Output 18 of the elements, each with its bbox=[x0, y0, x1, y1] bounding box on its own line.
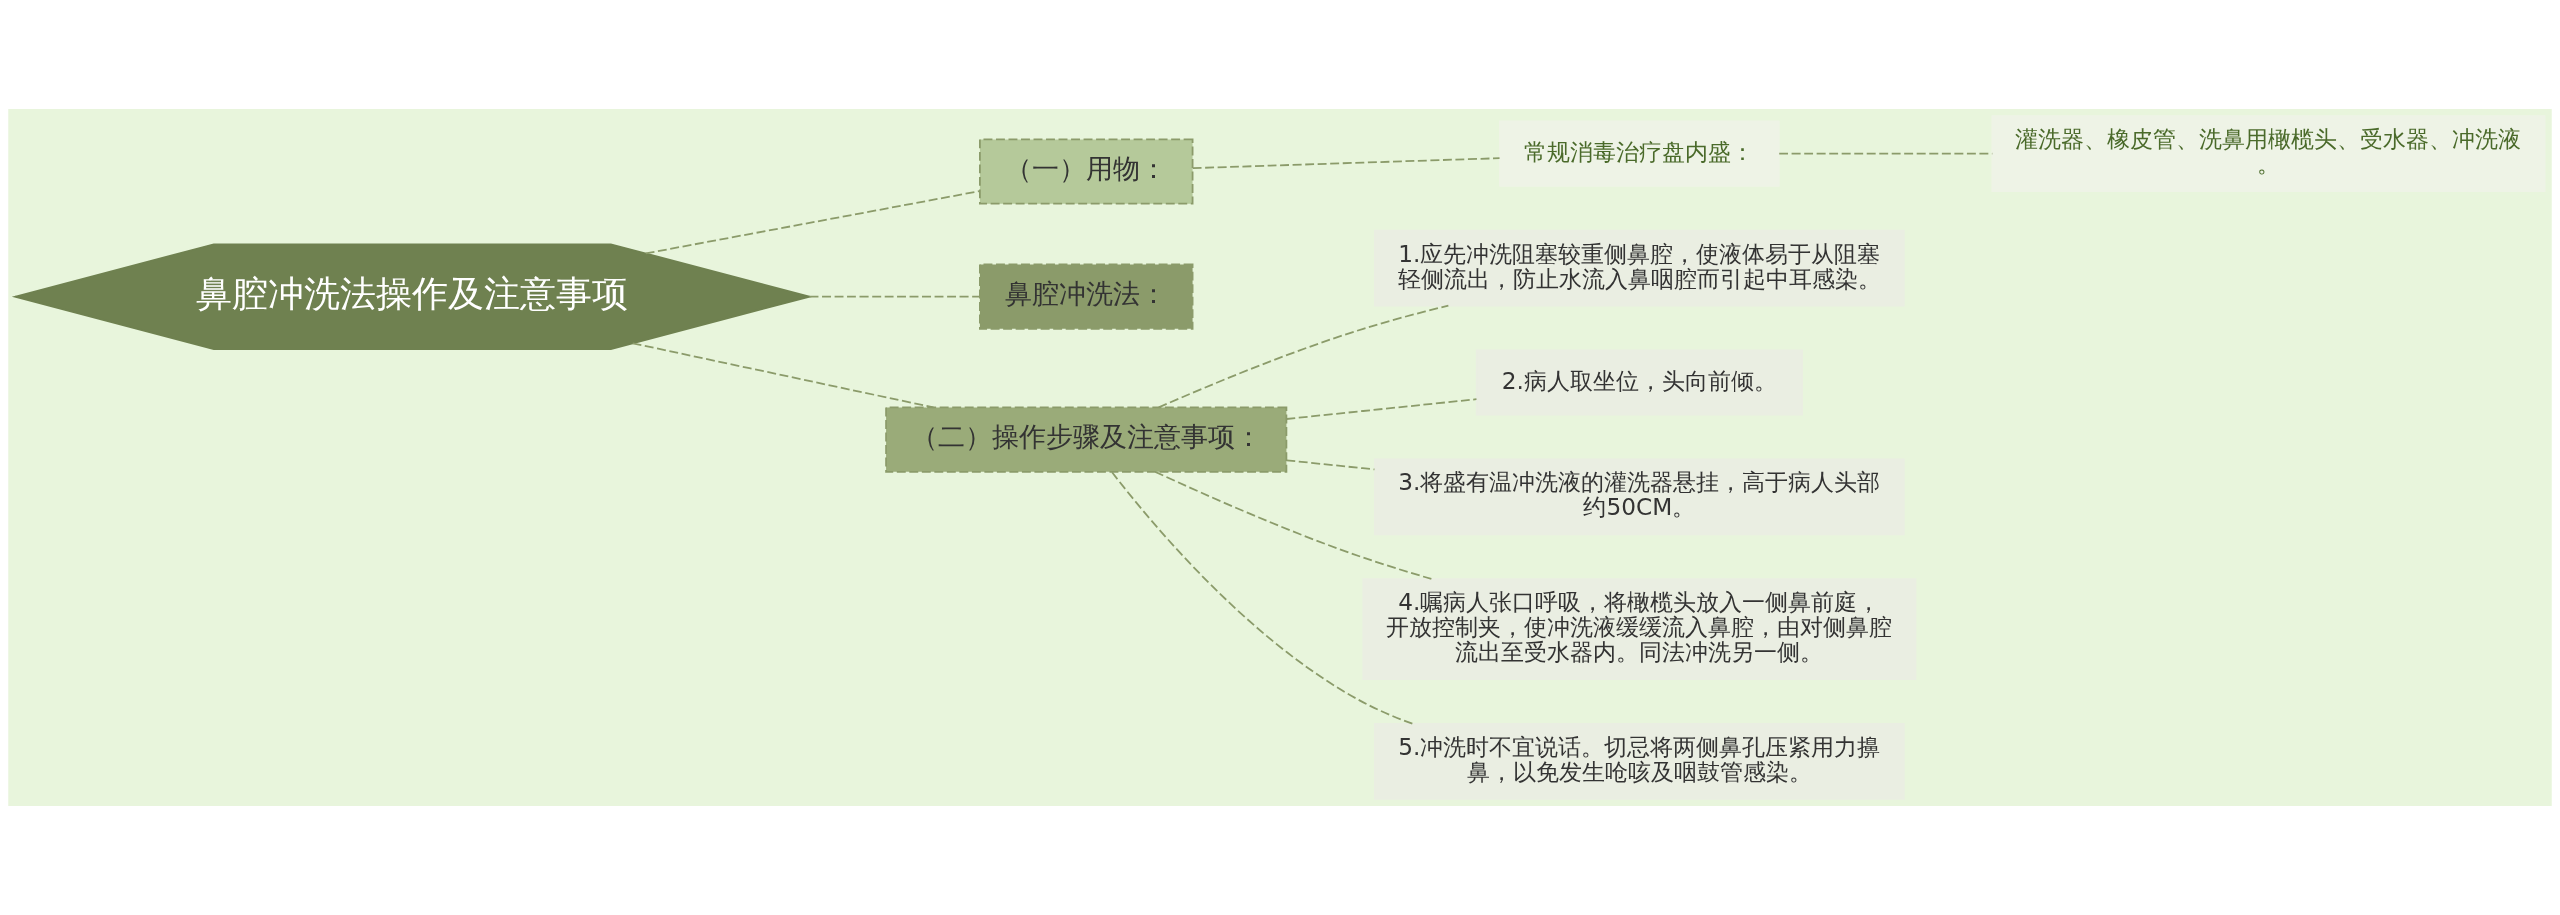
node-box: 常规消毒治疗盘内盛： bbox=[1499, 120, 1780, 187]
node-box: 3.将盛有温冲洗液的灌洗器悬挂，高于病人头部约50CM。 bbox=[1373, 458, 1905, 536]
connector bbox=[808, 295, 981, 298]
connector bbox=[1154, 470, 1433, 580]
node-box: 1.应先冲洗阻塞较重侧鼻腔，使液体易于从阻塞轻侧流出，防止水流入鼻咽腔而引起中耳感染。 bbox=[1373, 229, 1905, 307]
node-box: 4.嘱病人张口呼吸，将橄榄头放入一侧鼻前庭，开放控制夹，使冲洗液缓缓流入鼻腔，由对侧鼻腔流出至受水器内。同法冲洗另一侧。 bbox=[1362, 578, 1917, 680]
connector bbox=[631, 342, 935, 409]
node-box: 鼻腔冲洗法： bbox=[979, 263, 1194, 330]
node-box: 灌洗器、橡皮管、洗鼻用橄榄头、受水器、冲洗液。 bbox=[1991, 115, 2546, 193]
node-box: 2.病人取坐位，头向前倾。 bbox=[1475, 349, 1803, 416]
connector bbox=[644, 190, 981, 255]
connector bbox=[1285, 398, 1478, 420]
node-box: 5.冲洗时不宜说话。切忌将两侧鼻孔压紧用力擤鼻，以免发生呛咳及咽鼓管感染。 bbox=[1373, 722, 1905, 800]
connector bbox=[1157, 304, 1450, 409]
node-box: （二）操作步骤及注意事项： bbox=[885, 406, 1288, 473]
connector bbox=[1111, 471, 1414, 725]
connector bbox=[1191, 157, 1501, 170]
node-box: （一）用物： bbox=[979, 138, 1194, 205]
